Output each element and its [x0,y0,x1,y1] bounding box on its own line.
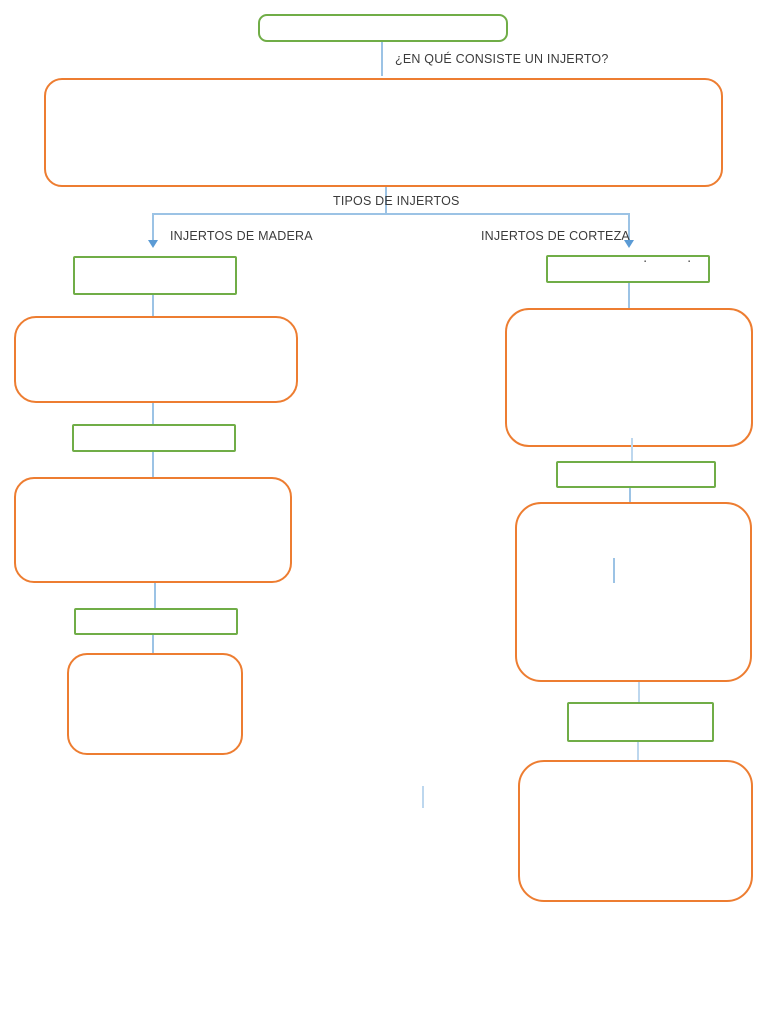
connector-right-4 [638,682,640,703]
text-artifact-mark-1: ▪ [644,259,647,265]
node-right-step1-label [546,255,710,283]
right-branch-arrow-stem [628,214,630,240]
connector-definition-to-branch [385,187,387,213]
connector-left-5 [152,635,154,653]
stray-connector-mark [422,786,424,808]
connector-left-2 [152,403,154,424]
question-label: ¿EN QUÉ CONSISTE UN INJERTO? [395,52,609,66]
connector-left-4 [154,583,156,608]
node-right-step1-detail [505,308,753,447]
left-branch-arrow-icon [148,240,158,248]
node-left-step1-label [73,256,237,295]
node-right-step3-label [567,702,714,742]
node-right-step3-detail [518,760,753,902]
right-branch-arrow-icon [624,240,634,248]
connector-right-1 [628,283,630,308]
node-left-step3-detail [67,653,243,755]
branch-horizontal-line [152,213,630,215]
section-title-label: TIPOS DE INJERTOS [333,194,460,208]
left-branch-arrow-stem [152,214,154,240]
node-right-step2-detail [515,502,752,682]
stray-connector-inside-right-detail [613,558,615,583]
node-left-step1-detail [14,316,298,403]
connector-left-1 [152,295,154,316]
right-branch-label: INJERTOS DE CORTEZA [481,229,630,243]
connector-title-to-definition [381,42,383,76]
connector-left-3 [152,452,154,477]
text-artifact-mark-2: ▪ [688,259,691,265]
connector-right-5 [637,742,639,765]
connector-right-2 [631,438,633,466]
node-definition-box [44,78,723,187]
node-top-title-box [258,14,508,42]
node-left-step3-label [74,608,238,635]
node-left-step2-detail [14,477,292,583]
left-branch-label: INJERTOS DE MADERA [170,229,313,243]
node-left-step2-label [72,424,236,452]
node-right-step2-label [556,461,716,488]
connector-right-3 [629,488,631,504]
